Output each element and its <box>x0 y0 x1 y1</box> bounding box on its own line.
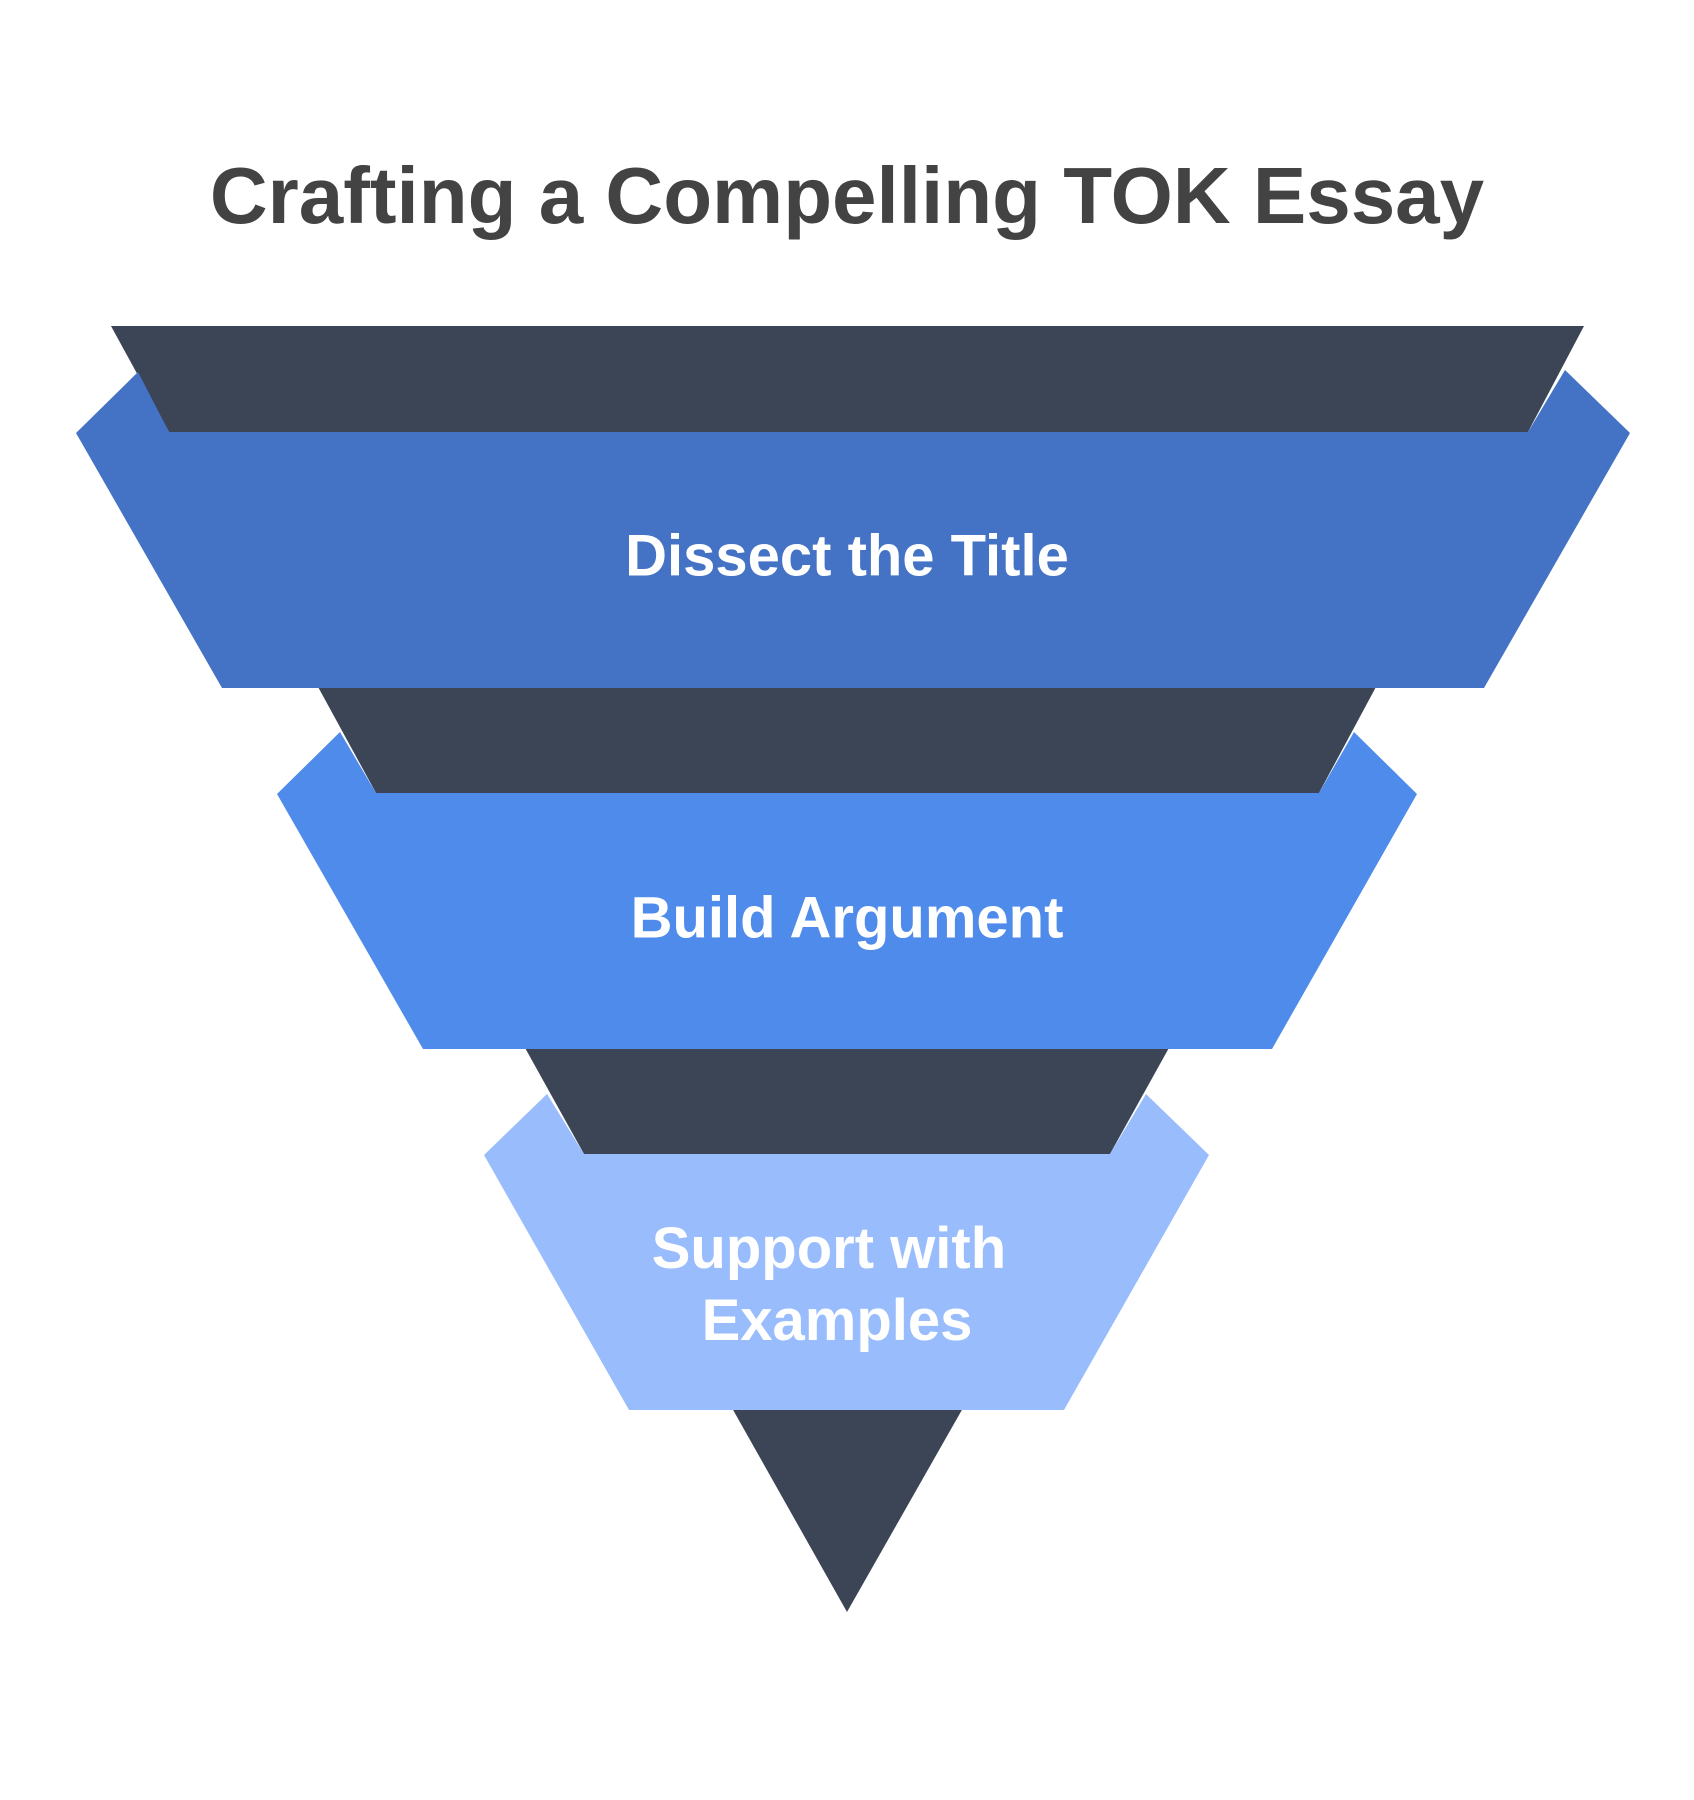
funnel-stage-1-label: Dissect the Title <box>625 523 1069 588</box>
funnel-stage-3-label: Support with Examples <box>652 1216 1023 1353</box>
funnel-band-3 <box>524 1046 1170 1154</box>
funnel-stage-3-label-line-2: Examples <box>702 1288 973 1353</box>
funnel-stage-2-shape <box>277 732 1417 1049</box>
funnel-stage-2: Build Argument <box>277 732 1417 1049</box>
funnel-top-band <box>111 326 1584 432</box>
funnel-stage-3-label-line-1: Support with <box>652 1216 1006 1281</box>
page-title: Crafting a Compelling TOK Essay <box>209 151 1485 240</box>
funnel-stage-2-label: Build Argument <box>631 885 1064 950</box>
funnel-stage-1-shape <box>76 370 1630 688</box>
funnel-stage-3-shape <box>484 1094 1209 1410</box>
funnel-stage-1: Dissect the Title <box>76 370 1630 688</box>
funnel-stage-3: Support with Examples <box>484 1094 1209 1410</box>
funnel-tip <box>732 1408 963 1612</box>
funnel-band-2 <box>317 685 1377 793</box>
